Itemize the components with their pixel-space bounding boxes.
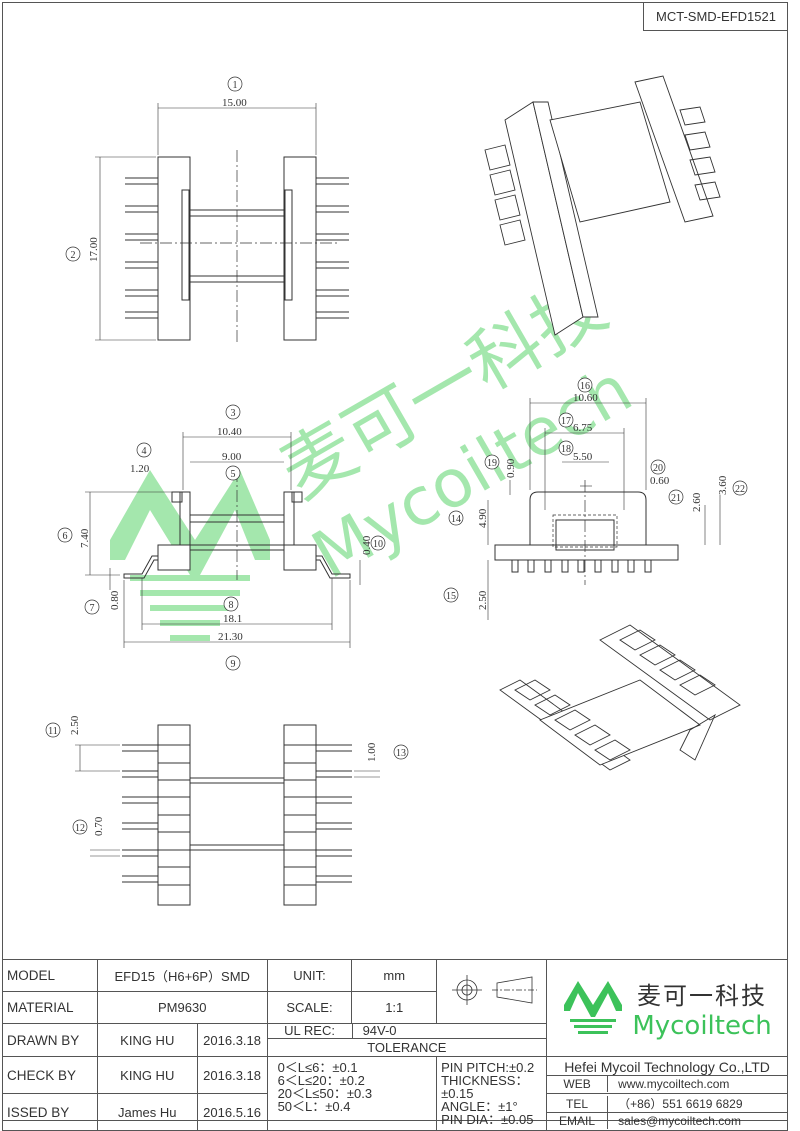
svg-text:3: 3 (231, 408, 236, 419)
model-value: EFD15（H6+6P）SMD (96, 959, 268, 992)
svg-text:10.60: 10.60 (573, 392, 598, 404)
svg-text:21.30: 21.30 (218, 631, 243, 643)
drawn-name: KING HU (96, 1023, 198, 1057)
svg-text:11: 11 (48, 726, 58, 737)
svg-text:2.50: 2.50 (69, 715, 81, 735)
email-value[interactable]: sales@mycoiltech.com (618, 1113, 741, 1128)
projection-symbol (436, 959, 548, 1024)
ulrec-label: UL REC: (268, 1024, 353, 1038)
svg-text:9: 9 (231, 659, 236, 670)
svg-text:1.00: 1.00 (366, 742, 378, 762)
svg-text:20: 20 (653, 463, 663, 474)
svg-text:21: 21 (671, 493, 681, 504)
svg-text:1: 1 (233, 80, 238, 91)
check-label: CHECK BY (2, 1056, 98, 1094)
check-date: 2016.3.18 (196, 1056, 268, 1094)
unit-label: UNIT: (266, 959, 353, 992)
dimension-labels: 15.00 17.00 10.40 1.20 9.00 7.40 0.80 18… (69, 97, 729, 836)
iso-view-bottom (499, 624, 741, 771)
tel-value: （+86）551 6619 6829 (618, 1096, 743, 1111)
tolerance-table: 0＜L≤6：±0.1 6＜L≤20：±0.2 20＜L≤50：±0.3 50＜L… (266, 1056, 438, 1131)
technical-drawing: 麦可一科技 Mycoiltech (45, 75, 748, 906)
drawn-label: DRAWN BY (2, 1023, 98, 1057)
check-name: KING HU (96, 1056, 198, 1094)
web-value[interactable]: www.mycoiltech.com (618, 1076, 730, 1091)
svg-text:0.60: 0.60 (650, 475, 670, 487)
mycoil-logo-icon (564, 981, 623, 1034)
svg-text:2.50: 2.50 (477, 590, 489, 610)
side-view (487, 398, 721, 620)
svg-text:17: 17 (561, 416, 571, 427)
scale-label: SCALE: (266, 991, 353, 1024)
svg-text:6.75: 6.75 (573, 422, 593, 434)
svg-text:5.50: 5.50 (573, 451, 593, 463)
svg-text:6: 6 (63, 531, 68, 542)
svg-text:4.90: 4.90 (477, 508, 489, 528)
svg-text:19: 19 (487, 458, 497, 469)
callout-numbers: 1 2 3 4 5 6 7 8 9 10 11 12 13 14 15 16 1… (48, 80, 745, 834)
company-en: Mycoiltech (632, 1010, 772, 1041)
svg-text:9.00: 9.00 (222, 451, 242, 463)
svg-text:2: 2 (71, 250, 76, 261)
drawing-code: MCT-SMD-EFD1521 (643, 3, 788, 31)
svg-text:0.80: 0.80 (109, 590, 121, 610)
svg-text:0.90: 0.90 (505, 458, 517, 478)
svg-text:14: 14 (451, 514, 461, 525)
svg-text:10: 10 (373, 539, 383, 550)
unit-value: mm (351, 959, 438, 992)
svg-text:16: 16 (580, 381, 590, 392)
svg-text:0.70: 0.70 (93, 816, 105, 836)
scale-value: 1:1 (351, 991, 438, 1024)
material-value: PM9630 (96, 991, 268, 1024)
ulrec-value: 94V-0 (362, 1023, 397, 1038)
drawn-date: 2016.3.18 (196, 1023, 268, 1057)
material-label: MATERIAL (2, 991, 98, 1024)
front-view (85, 432, 361, 648)
svg-text:17.00: 17.00 (88, 237, 100, 262)
top-view (95, 103, 349, 345)
email-label: EMAIL (547, 1112, 609, 1129)
title-block: MODEL EFD15（H6+6P）SMD UNIT: mm 麦可一科技 Myc… (2, 959, 788, 1131)
web-label: WEB (547, 1075, 609, 1092)
model-label: MODEL (2, 959, 98, 992)
svg-text:7.40: 7.40 (79, 528, 91, 548)
svg-text:10.40: 10.40 (217, 426, 242, 438)
svg-text:7: 7 (90, 603, 95, 614)
svg-text:0.40: 0.40 (361, 535, 373, 555)
svg-text:3.60: 3.60 (717, 475, 729, 495)
svg-text:18: 18 (561, 444, 571, 455)
tolerance-table-2: PIN PITCH:±0.2 THICKNESS：±0.15 ANGLE：±1°… (436, 1056, 548, 1131)
iso-view-top (484, 75, 721, 336)
svg-text:2.60: 2.60 (691, 492, 703, 512)
svg-text:22: 22 (735, 484, 745, 495)
svg-text:8: 8 (229, 600, 234, 611)
bottom-view (75, 724, 380, 906)
svg-text:1.20: 1.20 (130, 463, 150, 475)
company-name: Hefei Mycoil Technology Co.,LTD (547, 1059, 787, 1076)
svg-text:15.00: 15.00 (222, 97, 247, 109)
tel-label: TEL (547, 1095, 609, 1112)
svg-text:13: 13 (396, 748, 406, 759)
svg-text:4: 4 (142, 446, 147, 457)
tolerance-label: TOLERANCE (367, 1040, 447, 1055)
svg-text:5: 5 (231, 469, 236, 480)
svg-text:15: 15 (446, 591, 456, 602)
company-cn: 麦可一科技 (637, 981, 768, 1010)
svg-text:18.1: 18.1 (223, 613, 242, 625)
company-logo: 麦可一科技 Mycoiltech (546, 959, 788, 1057)
callout-bubbles (45, 76, 748, 835)
svg-text:12: 12 (75, 823, 85, 834)
